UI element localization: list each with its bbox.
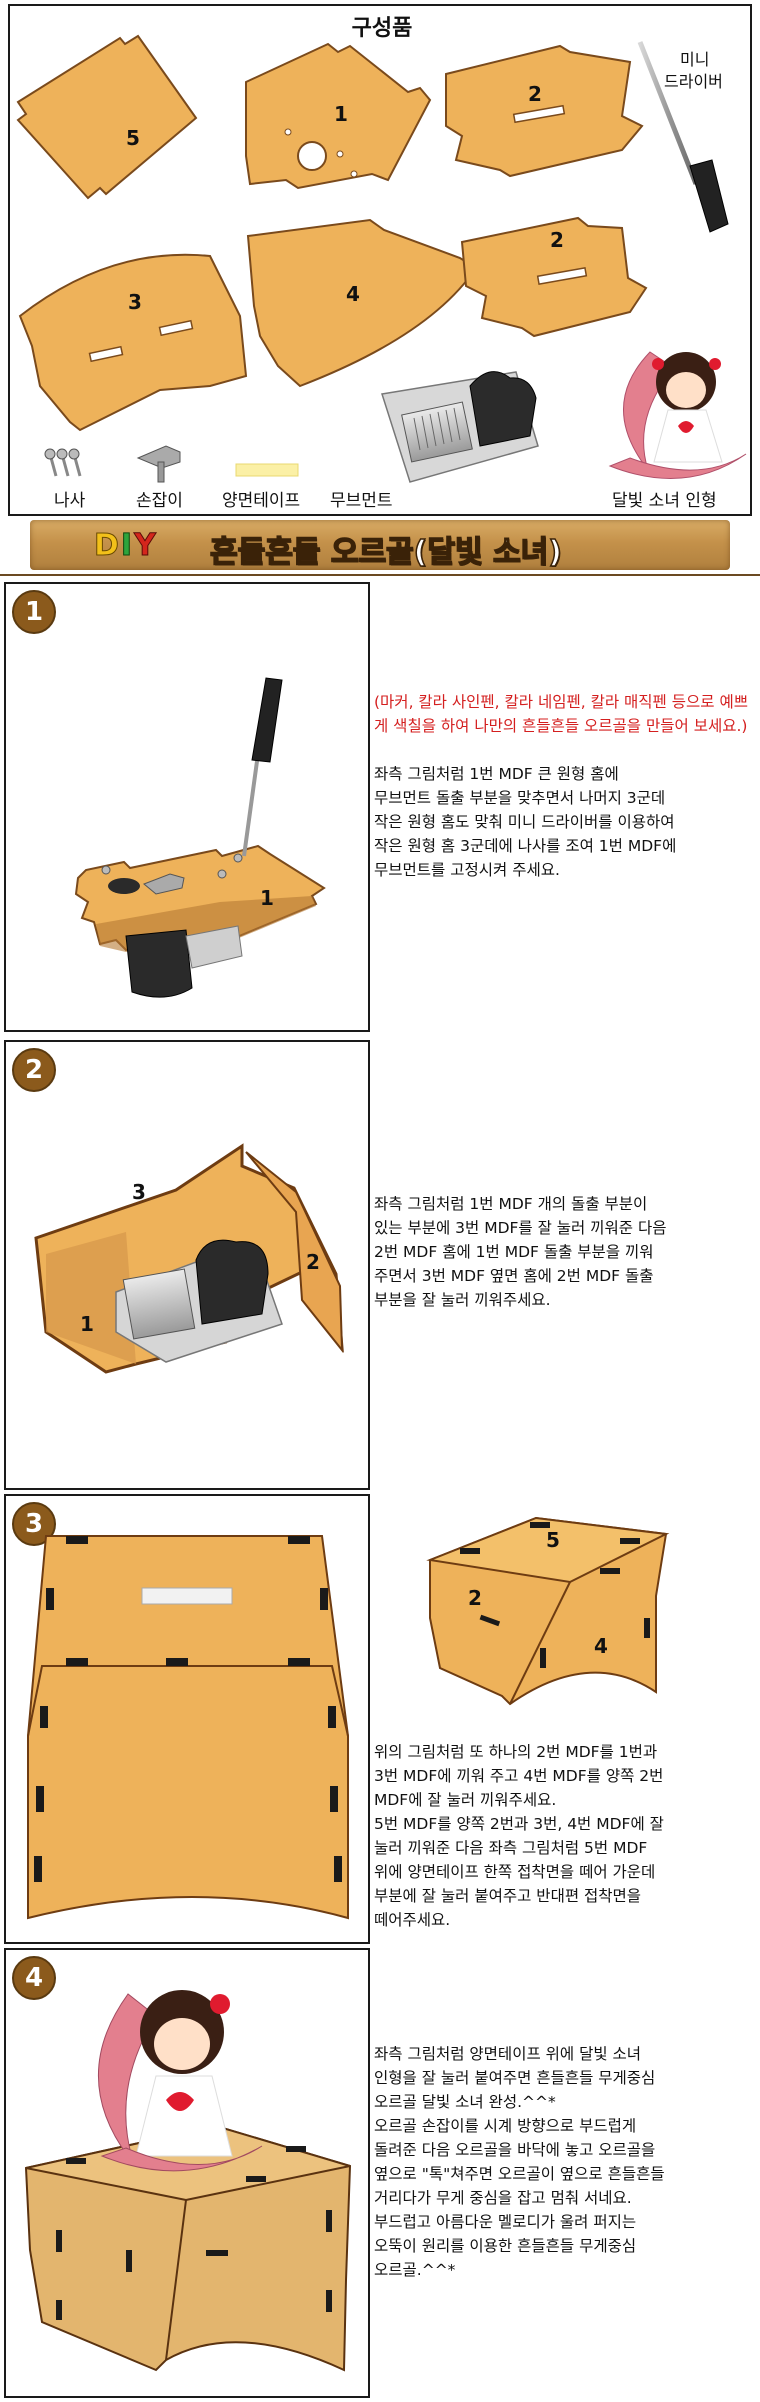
step-3-line-5: 눌러 끼워준 다음 좌측 그림처럼 5번 MDF [374,1839,648,1857]
step-3-line-8: 떼어주세요. [374,1911,451,1929]
diy-logo: D I Y [94,527,157,563]
step-4-line-4: 오르골 손잡이를 시계 방향으로 부드럽게 [374,2117,637,2135]
piece-3-shape [18,253,248,432]
piece-label-2a: 2 [528,82,542,106]
piece-label-5: 5 [126,126,140,150]
step-4-illustration [24,1990,352,2372]
item-label-screw: 나사 [54,491,86,511]
piece-label-3: 3 [128,290,142,314]
step-4-line-7: 거리다가 무게 중심을 잡고 멈춰 서네요. [374,2189,632,2207]
step-1-image-panel: 1 1 [4,582,370,1032]
step-4-line-10: 오르골.^^* [374,2261,456,2279]
piece-label-2b: 2 [550,228,564,252]
item-label-tape: 양면테이프 [222,491,301,511]
mini-driver-shape [637,41,729,233]
step-1-line-4: 작은 원형 홈 3군데에 나사를 조여 1번 MDF에 [374,837,677,855]
step-1-line-2: 무브먼트 돌출 부분을 맞추면서 나머지 3군데 [374,789,666,807]
step-3-line-3: MDF에 잘 눌러 끼워주세요. [374,1791,557,1809]
step-1-badge: 1 [12,590,56,634]
components-panel: 구성품 [8,4,752,516]
step-2-text: 좌측 그림처럼 1번 MDF 개의 돌출 부분이 있는 부분에 3번 MDF를 … [374,1192,758,1312]
step-3-line-2: 3번 MDF에 끼워 주고 4번 MDF를 양쪽 2번 [374,1767,664,1785]
step-4-line-2: 인형을 잘 눌러 붙여주면 흔들흔들 무게중심 [374,2069,656,2087]
movement-shape [381,371,539,483]
piece-2a-shape [445,44,644,178]
banner-title: 흔들흔들 오르골(달빛 소녀) [209,534,562,571]
step-4-line-5: 돌려준 다음 오르골을 바닥에 놓고 오르골을 [374,2141,656,2159]
step-3-line-4: 5번 MDF를 양쪽 2번과 3번, 4번 MDF에 잘 [374,1815,664,1833]
handle-shape [136,445,181,483]
banner-divider [0,574,760,576]
piece-5-shape [16,34,198,200]
step-2-line-3: 2번 MDF 홈에 1번 MDF 돌출 부분을 끼워 [374,1243,654,1261]
step-1-line-5: 무브먼트를 고정시켜 주세요. [374,861,560,879]
diy-letter-y: Y [134,527,157,563]
step-3-image-panel: 3 [4,1494,370,1944]
step-4-badge: 4 [12,1956,56,2000]
step-2-line-5: 부분을 잘 눌러 끼워주세요. [374,1291,551,1309]
step-1-note: (마커, 칼라 사인펜, 칼라 네임펜, 칼라 매직펜 등으로 예쁘게 색칠을 … [374,693,748,735]
step-2-line-2: 있는 부분에 3번 MDF를 잘 눌러 끼워준 다음 [374,1219,667,1237]
step-2-image-panel: 2 3 2 1 [4,1040,370,1490]
components-illustration [16,34,747,483]
step-1-part-label-1: 1 [260,886,274,910]
piece-4-shape [246,218,478,388]
step-3-line-6: 위에 양면테이프 한쪽 접착면을 떼어 가운데 [374,1863,656,1881]
step-2-line-4: 주면서 3번 MDF 옆면 홈에 2번 MDF 돌출 [374,1267,654,1285]
step-4-line-6: 옆으로 "톡"쳐주면 오르골이 옆으로 흔들흔들 [374,2165,665,2183]
step-4-line-9: 오뚝이 원리를 이용한 흔들흔들 무게중심 [374,2237,637,2255]
step-3-illustration [27,1535,349,1920]
piece-label-4: 4 [346,282,360,306]
diy-letter-d: D [94,527,120,563]
step-1-text: (마커, 칼라 사인펜, 칼라 네임펜, 칼라 매직펜 등으로 예쁘게 색칠을 … [374,690,758,882]
step-4-line-3: 오르골 달빛 소녀 완성.^^* [374,2093,556,2111]
moon-girl-doll-shape [608,351,747,479]
step-2-part-label-3: 3 [132,1180,146,1204]
step-2-part-label-2: 2 [306,1250,320,1274]
step-3-part-label-5: 5 [546,1528,560,1552]
title-banner: D I Y 흔들흔들 오르골(달빛 소녀) [30,520,730,571]
step-3-part-label-2: 2 [468,1586,482,1610]
step-3-line-7: 부분에 잘 눌러 붙여주고 반대편 접착면을 [374,1887,642,1905]
driver-label-line2: 드라이버 [664,72,723,91]
piece-2b-shape [460,216,648,338]
step-4-line-1: 좌측 그림처럼 양면테이프 위에 달빛 소녀 [374,2045,642,2063]
item-label-handle: 손잡이 [136,491,183,511]
step-3-text: 위의 그림처럼 또 하나의 2번 MDF를 1번과 3번 MDF에 끼워 주고 … [374,1740,758,1932]
step-2-badge: 2 [12,1048,56,1092]
driver-label-line1: 미니 [680,50,710,69]
item-label-movement: 무브먼트 [330,491,393,511]
step-2-illustration [34,1143,344,1374]
step-3-box-illustration [426,1516,670,1706]
piece-label-1: 1 [334,102,348,126]
step-3-line-1: 위의 그림처럼 또 하나의 2번 MDF를 1번과 [374,1743,658,1761]
components-title: 구성품 [351,16,413,41]
step-1-illustration [74,677,326,998]
step-4-text: 좌측 그림처럼 양면테이프 위에 달빛 소녀 인형을 잘 눌러 붙여주면 흔들흔… [374,2042,758,2282]
step-1-line-1: 좌측 그림처럼 1번 MDF 큰 원형 홈에 [374,765,619,783]
screws-shape [44,448,82,477]
step-1-line-3: 작은 원형 홈도 맞춰 미니 드라이버를 이용하여 [374,813,675,831]
diy-letter-i: I [120,527,133,563]
piece-1-shape [245,42,432,190]
step-2-line-1: 좌측 그림처럼 1번 MDF 개의 돌출 부분이 [374,1195,648,1213]
step-4-line-8: 부드럽고 아름다운 멜로디가 울려 퍼지는 [374,2213,637,2231]
item-label-doll: 달빛 소녀 인형 [612,491,717,511]
step-3-part-label-4: 4 [594,1634,608,1658]
step-4-image-panel: 4 [4,1948,370,2398]
step-2-part-label-1: 1 [80,1312,94,1336]
double-tape-shape [235,463,299,477]
